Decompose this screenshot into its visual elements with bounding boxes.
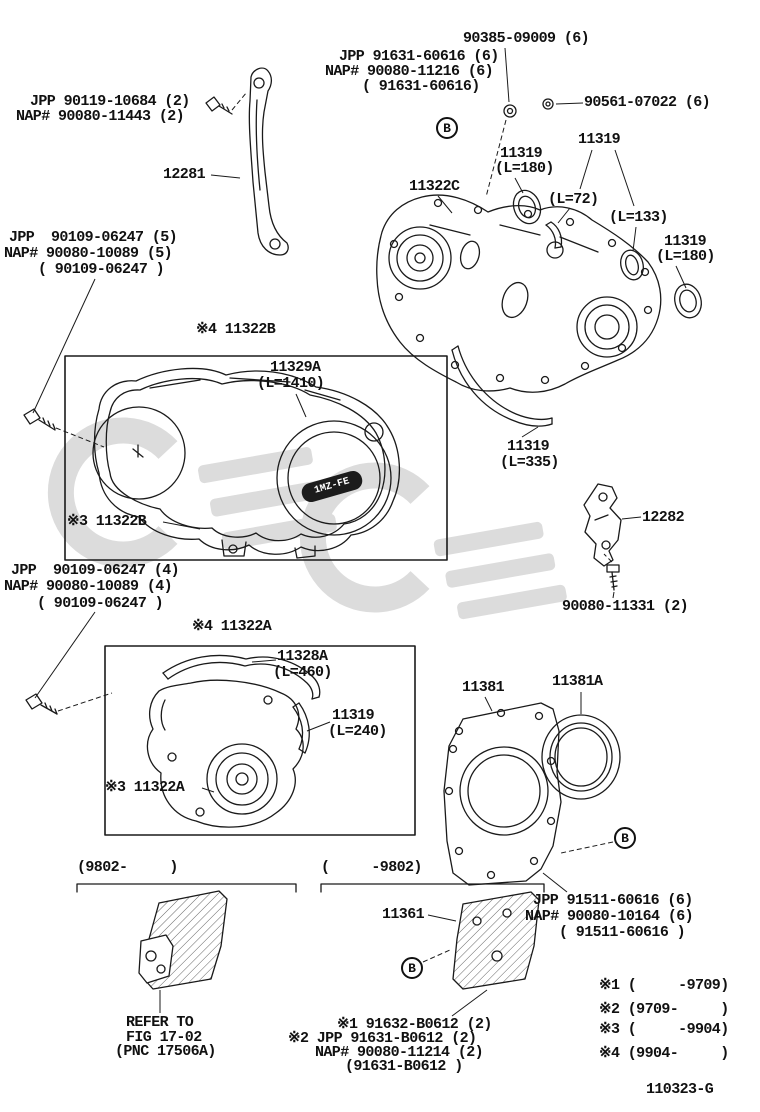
seal-11381a-drawing bbox=[541, 714, 621, 800]
refer-line1: REFER TO bbox=[126, 1014, 194, 1031]
refer-line2: FIG 17-02 bbox=[126, 1029, 202, 1046]
part-length-11319-335: (L=335) bbox=[500, 454, 559, 471]
cover-11322c-drawing bbox=[376, 194, 662, 393]
part-label-11361: 11361 bbox=[382, 906, 425, 923]
plate-11361-right-drawing bbox=[452, 891, 540, 990]
callout-nap-90109-5: NAP# 90080-10089 (5) bbox=[4, 245, 173, 262]
part-label-11329a: 11329A bbox=[270, 359, 321, 376]
bolt-90561-drawing bbox=[542, 98, 554, 110]
note-2: ※2 (9709- ) bbox=[599, 1001, 729, 1018]
bracket-12281-drawing bbox=[248, 67, 289, 256]
part-label-90561: 90561-07022 (6) bbox=[584, 94, 711, 111]
callout-nap-91631: NAP# 90080-11216 (6) bbox=[325, 63, 494, 80]
callout-b0612-line1: ※1 91632-B0612 (2) bbox=[337, 1016, 492, 1033]
cover-11322b-drawing bbox=[92, 367, 401, 559]
callout-alt-91631: ( 91631-60616) bbox=[362, 78, 480, 95]
part-label-90080-11331: 90080-11331 (2) bbox=[562, 598, 689, 615]
seal-180-top-drawing bbox=[512, 189, 542, 225]
callout-alt-90109-5: ( 90109-06247 ) bbox=[38, 261, 165, 278]
bolt-90109-4-drawing bbox=[25, 693, 58, 715]
note-1: ※1 ( -9709) bbox=[599, 977, 729, 994]
seal-335-drawing bbox=[451, 345, 553, 427]
bracket-12282-drawing bbox=[583, 483, 622, 567]
part-label-90385: 90385-09009 (6) bbox=[463, 30, 590, 47]
callout-nap-90109-4: NAP# 90080-10089 (4) bbox=[4, 578, 173, 595]
range-label-from-9802: (9802- ) bbox=[77, 859, 178, 876]
bolt-marker-badge-retainer: B bbox=[614, 827, 636, 849]
group-title-11322b: ※4 11322B bbox=[196, 321, 276, 338]
part-length-11329a: (L=1410) bbox=[257, 375, 325, 392]
note-4: ※4 (9904- ) bbox=[599, 1045, 729, 1062]
group-title-11322a: ※4 11322A bbox=[192, 618, 272, 635]
grommet-90385-drawing bbox=[503, 104, 517, 118]
bolt-11331-drawing bbox=[606, 564, 620, 591]
part-label-11319-pair: 11319 bbox=[578, 131, 621, 148]
range-label-to-9802: ( -9802) bbox=[321, 859, 422, 876]
part-length-l72: (L=72) bbox=[548, 191, 599, 208]
cover-11322a-drawing bbox=[146, 654, 321, 828]
bolt-90119-drawing bbox=[205, 96, 233, 115]
bolt-marker-badge-top: B bbox=[436, 117, 458, 139]
bolt-90109-5-drawing bbox=[23, 408, 56, 431]
seal-180-right-drawing bbox=[674, 283, 702, 319]
part-label-12281: 12281 bbox=[163, 166, 206, 183]
callout-jpp-91511: JPP 91511-60616 (6) bbox=[533, 892, 693, 909]
part-label-12282: 12282 bbox=[642, 509, 685, 526]
part-length-11319-right: (L=180) bbox=[656, 248, 715, 265]
callout-jpp-90109-4: JPP 90109-06247 (4) bbox=[11, 562, 180, 579]
retainer-11381-drawing bbox=[443, 702, 562, 886]
assembly-dashed-lines bbox=[55, 91, 614, 963]
leader-lines bbox=[32, 47, 687, 1017]
seal-240-drawing bbox=[292, 702, 310, 754]
callout-b0612-line2: ※2 JPP 91631-B0612 (2) bbox=[288, 1030, 477, 1047]
part-label-11319-right: 11319 bbox=[664, 233, 707, 250]
group-box-11322a bbox=[104, 645, 416, 836]
bolt-marker-badge-plate: B bbox=[401, 957, 423, 979]
part-label-11322a: ※3 11322A bbox=[105, 779, 185, 796]
group-box-11322b bbox=[64, 355, 448, 561]
part-label-11322b: ※3 11322B bbox=[67, 513, 147, 530]
note-3: ※3 ( -9904) bbox=[599, 1021, 729, 1038]
callout-jpp-91631: JPP 91631-60616 (6) bbox=[339, 48, 499, 65]
callout-alt-90109-4: ( 90109-06247 ) bbox=[37, 595, 164, 612]
callout-jpp-90119: JPP 90119-10684 (2) bbox=[30, 93, 190, 110]
callout-alt-91511: ( 91511-60616 ) bbox=[559, 924, 686, 941]
part-label-11322c: 11322C bbox=[409, 178, 460, 195]
callout-b0612-line3: NAP# 90080-11214 (2) bbox=[315, 1044, 484, 1061]
callout-jpp-90109-5: JPP 90109-06247 (5) bbox=[9, 229, 178, 246]
refer-line3: (PNC 17506A) bbox=[115, 1043, 216, 1060]
part-length-11328a: (L=460) bbox=[273, 664, 332, 681]
part-length-11319-top: (L=180) bbox=[495, 160, 554, 177]
callout-nap-90119: NAP# 90080-11443 (2) bbox=[16, 108, 185, 125]
plate-11361-left-drawing bbox=[138, 890, 228, 990]
part-length-11319-240: (L=240) bbox=[328, 723, 387, 740]
part-length-l133: (L=133) bbox=[609, 209, 668, 226]
range-brackets bbox=[76, 883, 545, 893]
figure-code: 110323-G bbox=[646, 1081, 714, 1098]
seal-72-drawing bbox=[545, 221, 563, 249]
part-label-11381a: 11381A bbox=[552, 673, 603, 690]
callout-b0612-line4: (91631-B0612 ) bbox=[345, 1058, 463, 1075]
callout-nap-91511: NAP# 90080-10164 (6) bbox=[525, 908, 694, 925]
part-label-11319-240: 11319 bbox=[332, 707, 375, 724]
part-label-11319-top: 11319 bbox=[500, 145, 543, 162]
part-label-11328a: 11328A bbox=[277, 648, 328, 665]
seal-133-drawing bbox=[620, 249, 644, 281]
part-label-11381: 11381 bbox=[462, 679, 505, 696]
part-label-11319-335: 11319 bbox=[507, 438, 550, 455]
